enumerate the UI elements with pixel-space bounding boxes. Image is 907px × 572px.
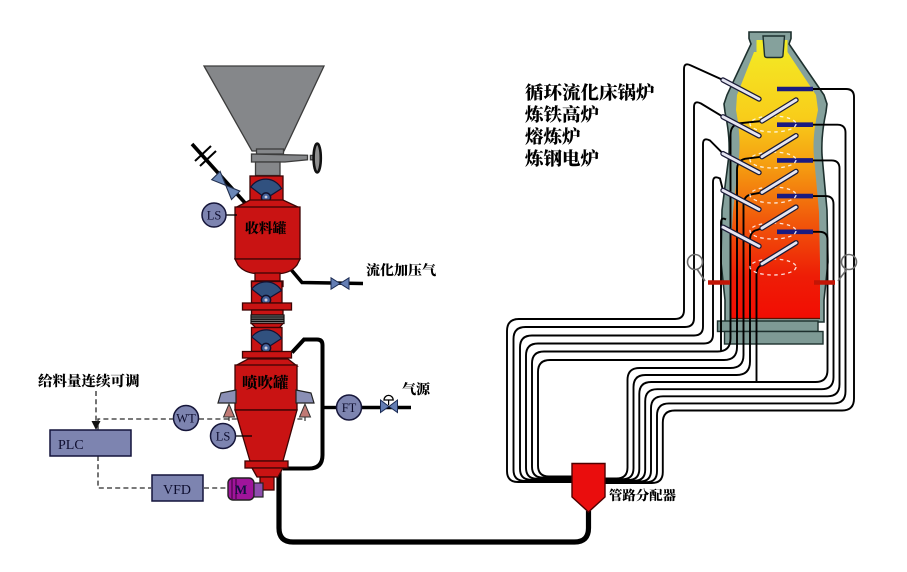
svg-text:FT: FT (342, 401, 357, 415)
svg-text:PLC: PLC (58, 438, 84, 453)
svg-text:WT: WT (176, 412, 196, 426)
svg-text:LS: LS (216, 430, 231, 444)
svg-text:M: M (235, 482, 247, 497)
svg-text:VFD: VFD (163, 483, 191, 498)
svg-text:LS: LS (207, 209, 222, 223)
